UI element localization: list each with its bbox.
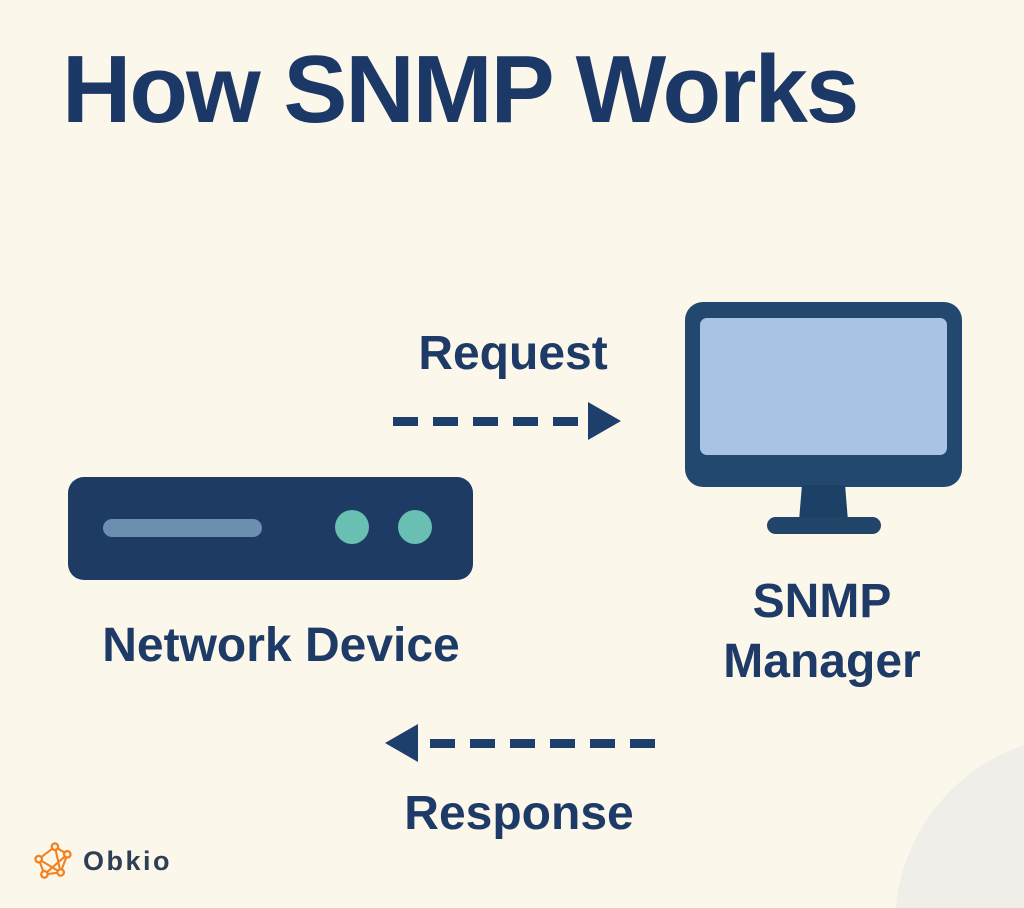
response-arrow [385, 724, 655, 762]
network-graph-icon [34, 842, 72, 879]
response-label: Response [404, 787, 634, 840]
page-title: How SNMP Works [62, 36, 859, 143]
corner-decoration-circle [895, 735, 1024, 908]
monitor-frame [685, 302, 962, 487]
network-device-icon [68, 477, 473, 580]
monitor-base [767, 517, 881, 534]
snmp-manager-label-line2: Manager [723, 635, 921, 688]
monitor-screen [700, 318, 947, 455]
request-label: Request [418, 327, 608, 380]
arrowhead-right-icon [588, 402, 621, 440]
device-led-icon [335, 510, 369, 544]
request-arrow [393, 402, 621, 440]
snmp-manager-label: SNMP Manager [723, 572, 920, 692]
monitor-stand [799, 485, 848, 521]
request-dashed-line [393, 416, 578, 426]
snmp-manager-label-line1: SNMP [752, 575, 892, 628]
device-led-icon [398, 510, 432, 544]
network-device-label: Network Device [102, 619, 460, 672]
arrowhead-left-icon [385, 724, 418, 762]
response-dashed-line [430, 738, 655, 748]
snmp-manager-icon [685, 302, 962, 536]
device-slot [103, 519, 262, 537]
logo-text: Obkio [83, 845, 173, 876]
obkio-logo: Obkio [32, 840, 172, 882]
